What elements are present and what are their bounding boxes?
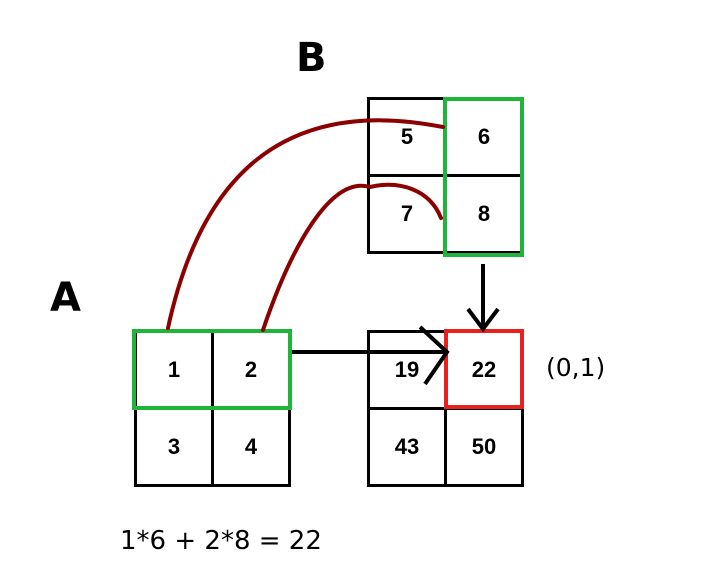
matrix-b-cell-0-1: 6 [447, 100, 524, 177]
matrix-a: 1 2 3 4 [134, 330, 291, 487]
equation-text: 1*6 + 2*8 = 22 [120, 526, 322, 556]
matrix-b-cell-1-1: 8 [447, 177, 524, 254]
matrix-c-cell-1-1: 50 [447, 410, 524, 487]
matrix-c-cell-0-0: 19 [370, 333, 447, 410]
matrix-b-cell-1-0: 7 [370, 177, 447, 254]
arrow-down-head [466, 307, 500, 333]
matrix-a-cell-1-1: 4 [214, 410, 291, 487]
matrix-a-cell-1-0: 3 [137, 410, 214, 487]
index-label: (0,1) [546, 353, 606, 382]
matrix-b-label: B [296, 35, 327, 81]
matrix-c-cell-0-1: 22 [447, 333, 524, 410]
matrix-b-cell-0-0: 5 [370, 100, 447, 177]
matrix-a-label: A [50, 275, 81, 321]
matrix-a-cell-0-1: 2 [214, 333, 291, 410]
matrix-c: 19 22 43 50 [367, 330, 524, 487]
matrix-a-cell-0-0: 1 [137, 333, 214, 410]
matrix-b: 5 6 7 8 [367, 97, 524, 254]
matrix-c-cell-1-0: 43 [370, 410, 447, 487]
